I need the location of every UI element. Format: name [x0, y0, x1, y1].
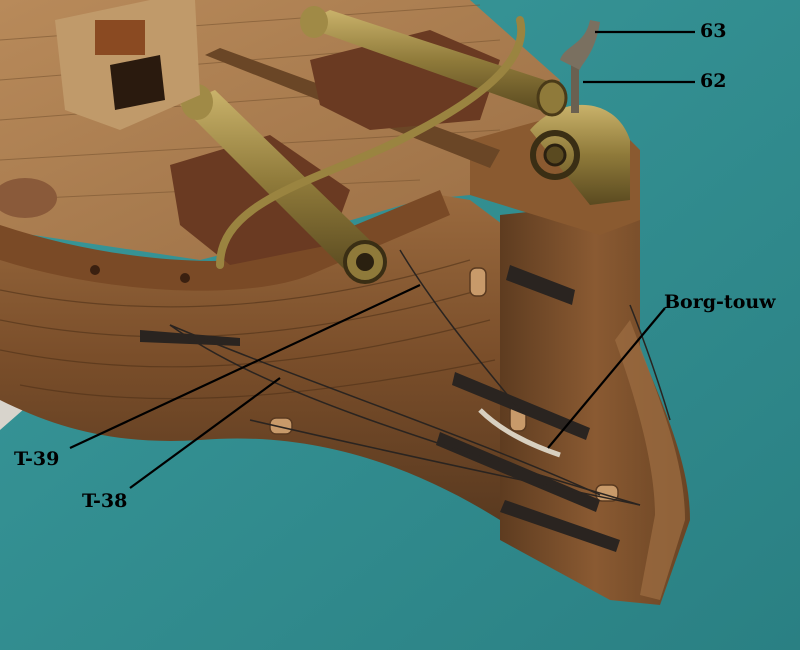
label-t39: T-39 [14, 448, 60, 470]
rudder-pin [571, 55, 579, 113]
rail-holes [90, 265, 190, 283]
coiled-rope [0, 178, 57, 218]
borg-rope [478, 408, 561, 458]
cabin-door [110, 55, 165, 110]
label-63: 63 [700, 20, 727, 42]
hull-planks [0, 259, 496, 400]
upper-cannon [300, 6, 568, 117]
rudder [500, 200, 690, 605]
brass-rail [216, 16, 526, 269]
rudder-fork [560, 20, 600, 70]
label-t38: T-38 [82, 490, 128, 512]
leader-lines [69, 30, 695, 489]
label-62: 62 [700, 70, 727, 92]
bulwark-rail [0, 190, 450, 291]
rudder-edge [615, 320, 685, 600]
label-borg-touw: Borg-touw [664, 291, 776, 313]
cabin-drawers [95, 20, 145, 55]
rigging-lines [169, 249, 671, 506]
pintle-straps [140, 265, 620, 552]
tiller-coil [530, 104, 630, 205]
coil-ring [530, 130, 580, 180]
lower-cannon [180, 84, 387, 284]
